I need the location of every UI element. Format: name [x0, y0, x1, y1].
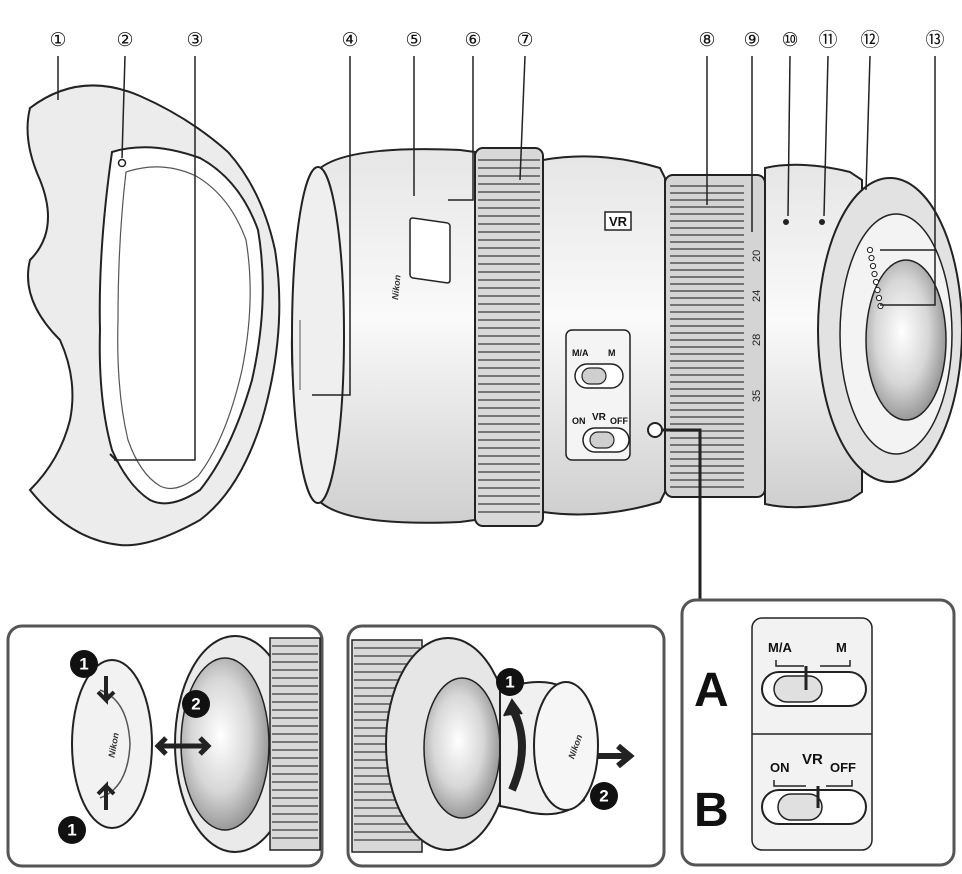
callout-5: ⑤ [405, 29, 422, 51]
callout-11: ⑪ [818, 29, 837, 51]
switch-b-letter: B [694, 784, 729, 837]
switch-b-left-label: ON [770, 760, 790, 775]
lens-hood [26, 84, 281, 547]
cpu-contact [875, 294, 883, 302]
front-step-1-bottom: 1 [67, 821, 76, 840]
front-cap-panel: Nikon 1 2 1 [6, 624, 324, 868]
callout-8: ⑧ [698, 29, 715, 51]
focus-ring[interactable] [474, 147, 544, 527]
cpu-contact [874, 286, 881, 294]
lens-vr-label-on: ON [572, 416, 586, 426]
lens-vr-label-off: OFF [610, 416, 628, 426]
lens-mode-label-ma: M/A [572, 348, 589, 358]
switch-a-left-label: M/A [768, 640, 792, 655]
front-cap-brand: Nikon [107, 731, 121, 758]
focal-mark-35: 35 [751, 390, 763, 402]
focal-mark-28: 28 [751, 334, 763, 346]
cpu-contact [869, 262, 877, 270]
switch-a-letter: A [694, 664, 729, 717]
callout-4: ④ [341, 29, 358, 51]
front-step-1-top: 1 [79, 655, 88, 674]
switch-a-right-label: M [836, 640, 847, 655]
cpu-contact [871, 270, 878, 278]
focus-mode-switch-knob[interactable] [773, 675, 823, 703]
callout-13: ⑬ [925, 29, 944, 51]
callout-1: ① [49, 29, 66, 51]
cpu-contact [877, 302, 884, 310]
lens-mount [817, 177, 962, 483]
cpu-contact [868, 254, 875, 262]
rear-step-2: 2 [599, 787, 608, 806]
callout-3: ③ [186, 29, 203, 51]
cpu-contact [866, 246, 874, 254]
front-step-2: 2 [191, 695, 200, 714]
lens-switch-panel: M/A M ON VR OFF [565, 329, 631, 461]
zoom-ring[interactable] [664, 174, 766, 498]
lens-vr-label: VR [592, 412, 607, 423]
callout-2: ② [116, 29, 133, 51]
lens-body: Nikon VR M/A M ON VR OFF 20 [290, 147, 962, 527]
focal-length-scale: 20 24 28 35 [751, 250, 763, 402]
rear-step-1: 1 [505, 673, 514, 692]
callout-12: ⑫ [860, 29, 879, 51]
callout-7: ⑦ [516, 29, 533, 51]
vr-badge: VR [609, 214, 628, 229]
callout-9: ⑨ [743, 29, 760, 51]
rear-cap-panel: Nikon 1 2 [346, 624, 666, 868]
switch-detail-panel: A M/A M B ON VR OFF [680, 598, 956, 867]
switch-b-center-label: VR [802, 751, 823, 768]
focal-mark-24: 24 [751, 290, 763, 302]
svg-text:Nikon: Nikon [390, 274, 403, 300]
vr-switch-knob[interactable] [777, 793, 823, 821]
cpu-contact [872, 278, 880, 286]
callout-6: ⑥ [464, 29, 481, 51]
callout-10: ⑩ [781, 29, 798, 51]
front-lens-cap[interactable] [71, 659, 153, 829]
lens-mode-label-m: M [608, 348, 616, 358]
focal-mark-20: 20 [751, 250, 763, 262]
switch-b-right-label: OFF [830, 760, 856, 775]
